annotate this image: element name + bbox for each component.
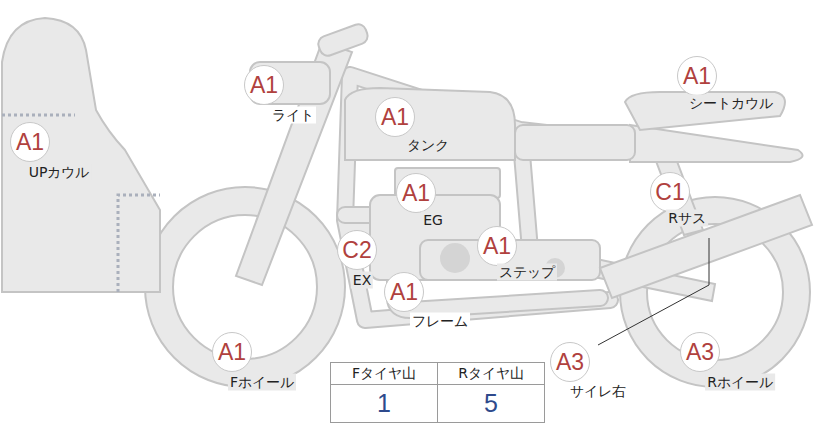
part-name: シートカウル xyxy=(687,95,775,112)
cowl-dotted-line xyxy=(2,114,75,117)
grade-circle: A1Fホイール xyxy=(212,332,252,372)
grade-circle: A1ライト xyxy=(244,65,284,105)
part-name: サイレ右 xyxy=(568,383,628,400)
grade-circle: C2EX xyxy=(337,230,377,270)
grade-circle: A1ステップ xyxy=(477,226,517,266)
bike-part xyxy=(236,22,812,298)
part-name: Rホイール xyxy=(705,374,775,391)
leader-line xyxy=(709,238,710,285)
grade-circle: A3サイレ右 xyxy=(550,342,590,382)
cowl-dotted-line xyxy=(118,195,160,292)
part-name: フレーム xyxy=(410,313,470,330)
table-value: 1 xyxy=(331,385,438,422)
part-name: Fホイール xyxy=(228,374,296,391)
table-header: Rタイヤ山 xyxy=(438,363,544,385)
seat-cowl xyxy=(625,92,785,130)
fuel-tank xyxy=(345,88,515,160)
damage-grade: A1 xyxy=(678,57,716,95)
part-name: Rサス xyxy=(666,210,708,227)
silencer xyxy=(600,195,812,298)
grade-circle: A1EG xyxy=(396,173,436,213)
damage-grade: A1 xyxy=(385,273,423,311)
frame-outline xyxy=(345,75,650,320)
part-name: EX xyxy=(351,272,373,289)
bike-part xyxy=(2,18,810,387)
grade-circle: A1シートカウル xyxy=(677,56,717,96)
tire-tread-table: Fタイヤ山Rタイヤ山15 xyxy=(330,362,545,423)
damage-grade: A1 xyxy=(245,66,283,104)
part-name: ライト xyxy=(270,107,316,124)
cowl-dotted-lines xyxy=(2,115,160,292)
damage-grade: A3 xyxy=(551,343,589,381)
frame-fill xyxy=(345,75,650,320)
upper-cowl xyxy=(2,18,160,292)
grade-circle: A1タンク xyxy=(375,97,415,137)
damage-grade: A1 xyxy=(478,227,516,265)
part-name: EG xyxy=(421,212,445,229)
grade-circle: A3Rホイール xyxy=(680,332,720,372)
table-header: Fタイヤ山 xyxy=(331,363,438,385)
seat xyxy=(515,125,635,160)
part-name: UPカウル xyxy=(27,164,92,181)
damage-grade: A1 xyxy=(397,174,435,212)
front-fork xyxy=(236,42,352,285)
damage-grade: A1 xyxy=(11,123,49,161)
damage-grade: A1 xyxy=(213,333,251,371)
part-name: ステップ xyxy=(497,264,557,281)
frame-tubes xyxy=(345,75,650,320)
tail-fender xyxy=(630,125,803,162)
engine-cover xyxy=(440,243,470,273)
grade-circle: C1Rサス xyxy=(650,172,690,212)
grade-circle: A1フレーム xyxy=(384,272,424,312)
front-wheel xyxy=(145,187,345,387)
damage-grade: A3 xyxy=(681,333,719,371)
table-value: 5 xyxy=(438,385,544,422)
damage-grade: C1 xyxy=(651,173,689,211)
part-name: タンク xyxy=(405,137,451,154)
leader-lines xyxy=(598,238,709,345)
handlebar xyxy=(316,22,370,58)
damage-grade: A1 xyxy=(376,98,414,136)
damage-grade: C2 xyxy=(338,231,376,269)
grade-circle: A1UPカウル xyxy=(10,122,50,162)
